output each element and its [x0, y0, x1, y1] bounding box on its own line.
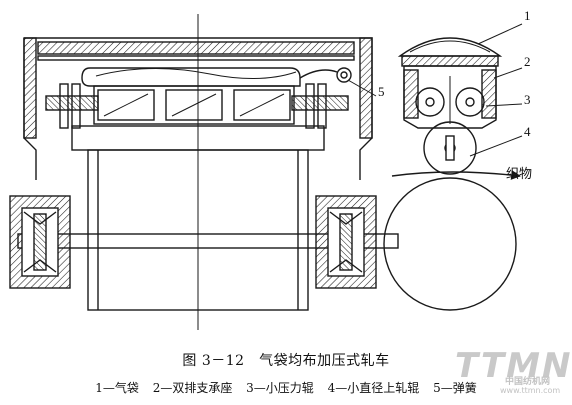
front-view: [9, 14, 399, 330]
side-view: [383, 37, 521, 311]
legend-item-spring: 5—弹簧: [433, 381, 477, 395]
air-bag-1: [397, 37, 503, 57]
top-plate: [37, 41, 355, 55]
spring-5: [336, 67, 352, 83]
pressure-roll-left: [415, 87, 445, 117]
legend-item-support-seat: 2—双排支承座: [152, 381, 233, 395]
spring-housing: [81, 67, 301, 87]
callout-3: 3: [524, 92, 531, 107]
pressure-roll-right: [455, 87, 485, 117]
pressing-roller-3: [233, 89, 291, 121]
left-bearing: [9, 195, 71, 289]
callout-1: 1: [524, 8, 531, 23]
watermark-logo: TTMN: [455, 346, 572, 386]
watermark-site-name: 中国纺机网: [505, 377, 551, 387]
legend-item-pressure-roll: 3—小压力辊: [246, 381, 314, 395]
watermark-url: www.ttmn.com: [500, 386, 561, 395]
legend-item-upper-roll: 4—小直径上轧辊: [327, 381, 420, 395]
big-lower-roll: [383, 177, 517, 311]
support-seat-2: [403, 65, 497, 129]
figure-legend: 1—气袋 2—双排支承座 3—小压力辊 4—小直径上轧辊 5—弹簧: [0, 379, 572, 396]
leader-lines: [347, 23, 523, 157]
pressing-roller-2: [165, 89, 223, 121]
fabric-path: [391, 170, 521, 180]
press-roller-diagram: 1 2 3 4 5 织物: [9, 8, 532, 330]
fabric-label: 织物: [506, 167, 532, 182]
callout-2: 2: [524, 54, 531, 69]
upper-roll-4: [423, 121, 477, 175]
callout-4: 4: [524, 124, 531, 139]
legend-item-air-bag: 1—气袋: [95, 381, 139, 395]
right-bearing: [315, 195, 377, 289]
figure-caption: 图 3－12 气袋均布加压式轧车: [182, 353, 390, 369]
callout-5: 5: [378, 84, 385, 99]
